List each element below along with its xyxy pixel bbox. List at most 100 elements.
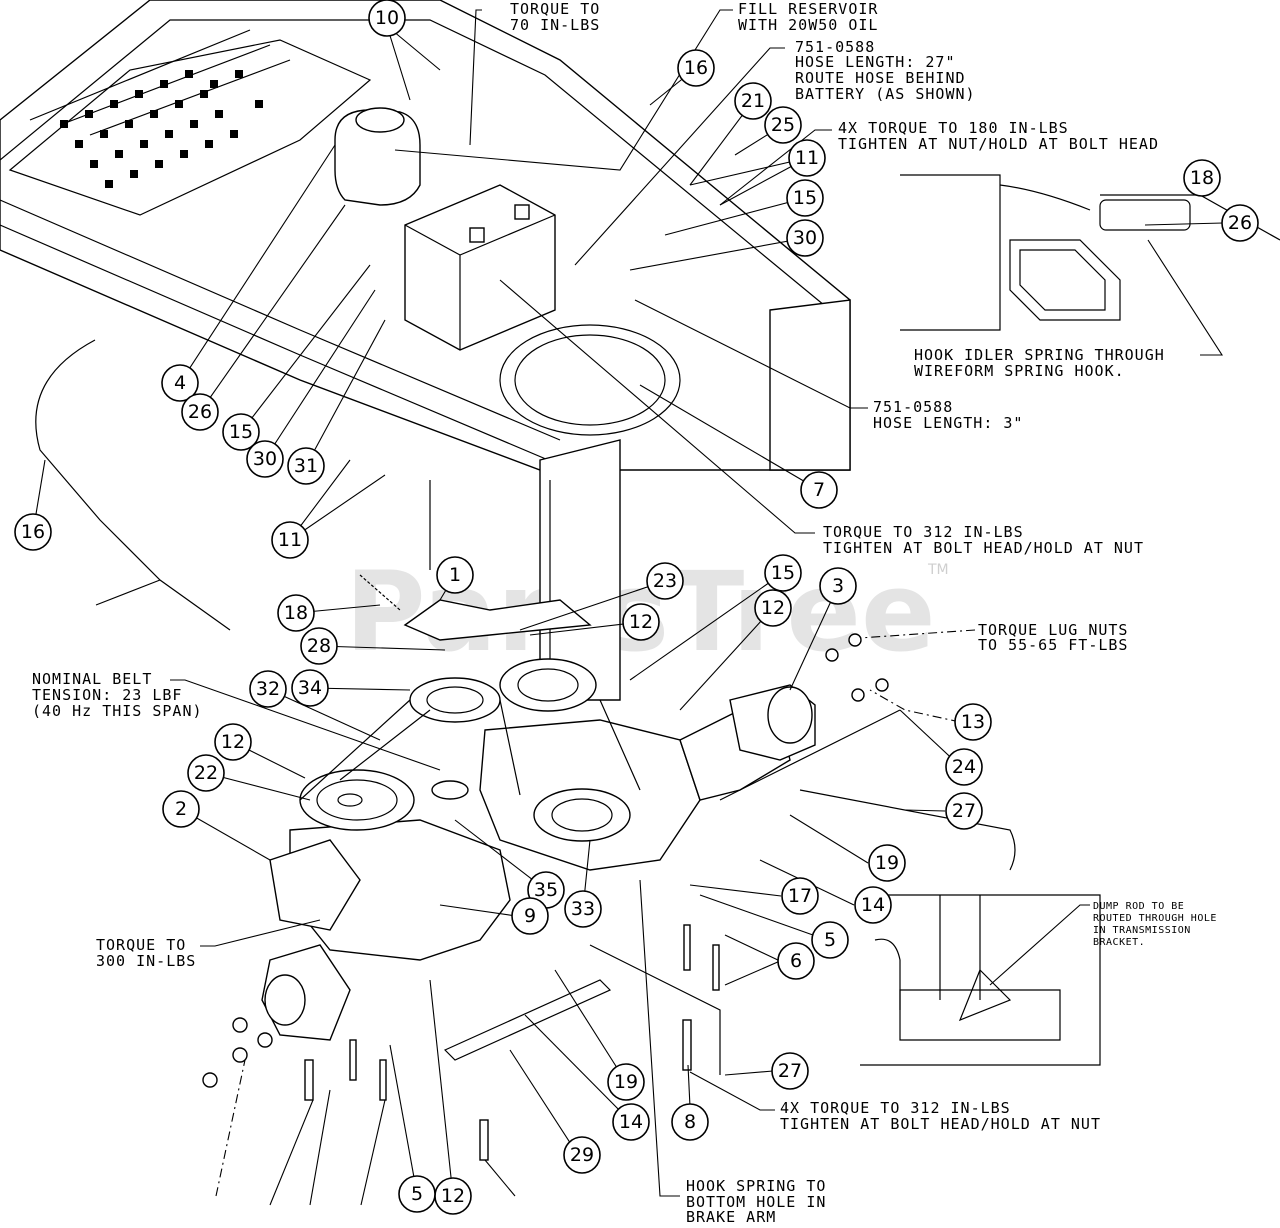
callout-circle	[162, 790, 200, 828]
callout-circle	[14, 513, 52, 551]
note-torque-180: 4X TORQUE TO 180 IN-LBS TIGHTEN AT NUT/H…	[719, 119, 1159, 206]
callout-number: 5	[824, 929, 836, 951]
callout-18: 18	[277, 594, 315, 632]
callout-1: 1	[436, 556, 474, 594]
callout-number: 3	[832, 575, 844, 597]
note-line: TORQUE LUG NUTS	[978, 621, 1128, 639]
callout-circle	[945, 792, 983, 830]
callout-8: 8	[671, 1103, 709, 1141]
callout-16: 16	[14, 513, 52, 551]
callout-circle	[671, 1103, 709, 1141]
note-line: BATTERY (AS SHOWN)	[795, 85, 976, 103]
note-line: ROUTED THROUGH HOLE	[1093, 913, 1217, 924]
callout-number: 4	[174, 372, 186, 394]
callout-number: 13	[961, 711, 985, 733]
callout-number: 17	[788, 885, 812, 907]
note-line: DUMP ROD TO BE	[1093, 901, 1184, 912]
callout-number: 35	[534, 879, 558, 901]
note-line: FILL RESERVOIR	[738, 0, 878, 18]
callout-number: 30	[793, 227, 817, 249]
callout-12: 12	[622, 603, 660, 641]
callout-circle	[214, 723, 252, 761]
callout-circle	[786, 179, 824, 217]
callout-19: 19	[868, 844, 906, 882]
watermark-trademark: TM	[927, 562, 949, 578]
callout-3: 3	[819, 567, 857, 605]
callout-circle	[564, 890, 602, 928]
callout-circle	[777, 942, 815, 980]
callout-number: 14	[619, 1111, 643, 1133]
callout-circle	[287, 447, 325, 485]
callout-27: 27	[945, 792, 983, 830]
note-line: TIGHTEN AT BOLT HEAD/HOLD AT NUT	[780, 1115, 1101, 1133]
callout-34: 34	[291, 669, 329, 707]
callout-19: 19	[607, 1063, 645, 1101]
callout-number: 2	[175, 798, 187, 820]
callout-15: 15	[222, 413, 260, 451]
callout-10: 10	[368, 0, 406, 37]
callout-circle	[754, 589, 792, 627]
callout-number: 26	[188, 401, 212, 423]
callout-number: 30	[253, 448, 277, 470]
callout-number: 31	[294, 455, 318, 477]
note-line: 300 IN-LBS	[96, 952, 196, 970]
callout-number: 12	[221, 731, 245, 753]
callout-circle	[1221, 204, 1259, 242]
note-line: (40 Hz THIS SPAN)	[32, 702, 203, 720]
callout-12: 12	[754, 589, 792, 627]
note-line: HOOK SPRING TO	[686, 1177, 826, 1195]
note-line: IN TRANSMISSION	[1093, 925, 1191, 936]
note-line: WITH 20W50 OIL	[738, 16, 878, 34]
callout-number: 6	[790, 950, 802, 972]
callout-15: 15	[764, 554, 802, 592]
callout-4: 4	[161, 364, 199, 402]
callout-24: 24	[945, 748, 983, 786]
note-line: 70 IN-LBS	[510, 16, 600, 34]
callout-number: 25	[771, 114, 795, 136]
callout-27: 27	[771, 1052, 809, 1090]
note-torque-312-top: TORQUE TO 312 IN-LBS TIGHTEN AT BOLT HEA…	[499, 279, 1143, 557]
callout-circle	[677, 49, 715, 87]
callout-26: 26	[181, 393, 219, 431]
callout-number: 22	[194, 762, 218, 784]
callout-number: 34	[298, 677, 322, 699]
inset-idler-spring	[900, 174, 1280, 331]
callout-31: 31	[287, 447, 325, 485]
callout-circle	[436, 556, 474, 594]
callout-circle	[181, 393, 219, 431]
note-line: ROUTE HOSE BEHIND	[795, 69, 966, 87]
note-hook-spring: HOOK SPRING TO BOTTOM HOLE IN BRAKE ARM	[639, 879, 826, 1226]
note-line: WIREFORM SPRING HOOK.	[914, 362, 1125, 380]
callout-32: 32	[249, 670, 287, 708]
callout-number: 28	[307, 635, 331, 657]
note-line: HOOK IDLER SPRING THROUGH	[914, 346, 1165, 364]
callout-9: 9	[511, 897, 549, 935]
note-line: TO 55-65 FT-LBS	[978, 636, 1128, 654]
callout-number: 18	[1190, 167, 1214, 189]
note-line: HOSE LENGTH: 27"	[795, 53, 956, 71]
callout-number: 27	[778, 1060, 802, 1082]
callout-circle	[291, 669, 329, 707]
callout-circle	[161, 364, 199, 402]
callout-number: 15	[771, 562, 795, 584]
mower-frame	[0, 0, 851, 701]
inset-dump-rod	[860, 894, 1101, 1066]
callout-28: 28	[300, 627, 338, 665]
callout-circle	[734, 82, 772, 120]
note-line: TIGHTEN AT NUT/HOLD AT BOLT HEAD	[838, 135, 1159, 153]
callout-number: 7	[813, 479, 825, 501]
callout-circle	[764, 554, 802, 592]
callout-number: 16	[684, 57, 708, 79]
note-line: TORQUE TO 312 IN-LBS	[823, 523, 1024, 541]
callout-number: 11	[278, 529, 302, 551]
callout-circle	[187, 754, 225, 792]
callout-circle	[771, 1052, 809, 1090]
callout-number: 12	[441, 1185, 465, 1207]
callout-15: 15	[786, 179, 824, 217]
callout-circle	[811, 921, 849, 959]
note-line: TENSION: 23 LBF	[32, 686, 182, 704]
callout-number: 23	[653, 570, 677, 592]
callout-circle	[786, 219, 824, 257]
